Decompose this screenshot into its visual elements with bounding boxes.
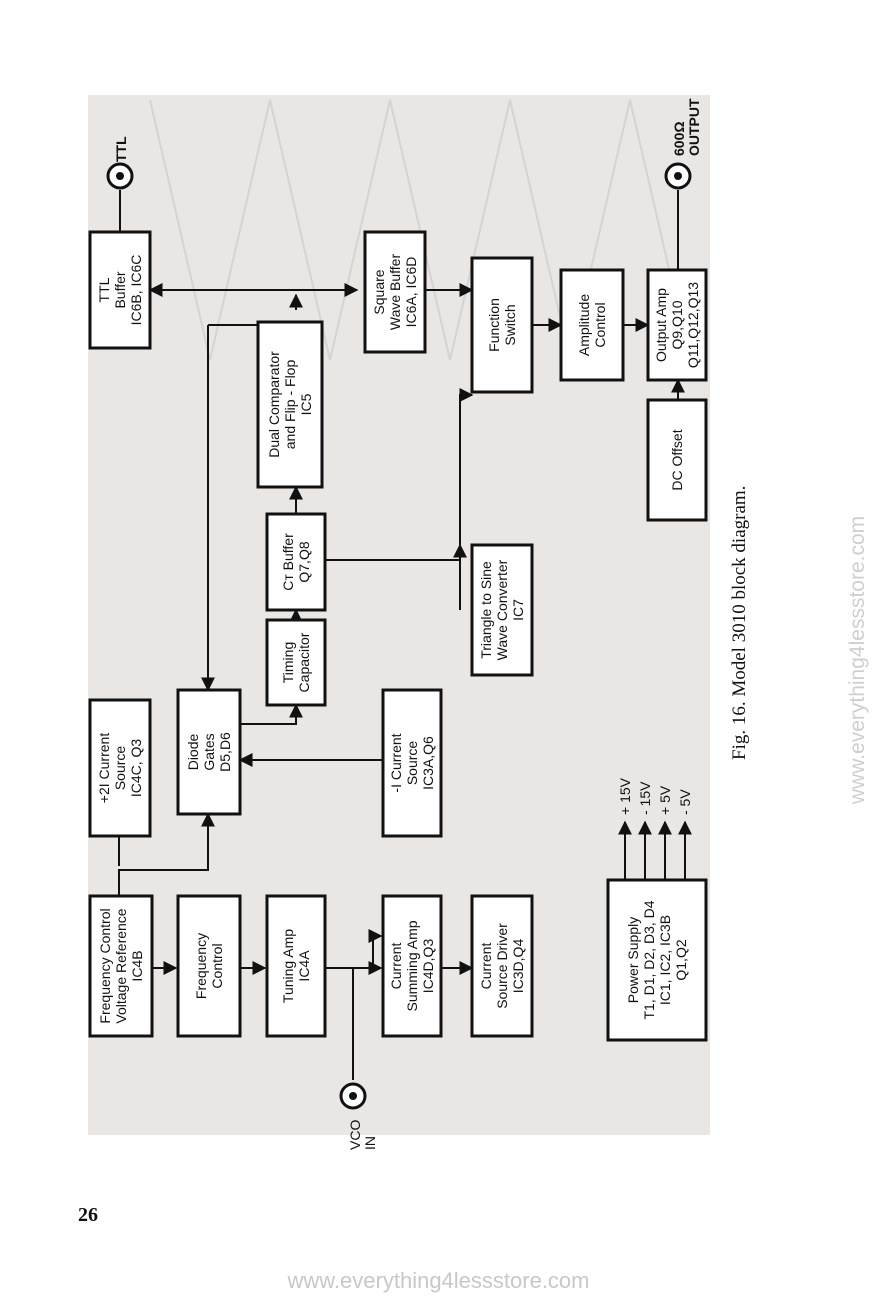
block-label-line: Source Driver	[494, 923, 510, 1009]
block-label-line: Dual Comparator	[266, 351, 282, 458]
terminal-vco-in	[339, 1082, 367, 1110]
block-label-line: Current	[478, 943, 494, 990]
block-label-line: Output Amp	[653, 288, 669, 362]
block-label-line: Q9,Q10	[669, 300, 685, 349]
block-label-line: Power Supply	[625, 917, 641, 1003]
figure-caption: Fig. 16. Model 3010 block diagram.	[729, 486, 750, 760]
terminal-ttl	[106, 162, 134, 190]
block-label-line: Wave Buffer	[387, 254, 403, 331]
block-label-line: IC6B, IC6C	[128, 255, 144, 326]
block-label-line: +2I Current	[96, 733, 112, 804]
block-label-line: IC4C, Q3	[128, 739, 144, 798]
block-label-line: IC7	[510, 599, 526, 621]
output-label: 600ΩOUTPUT	[671, 98, 702, 156]
block-label-line: Q1,Q2	[673, 939, 689, 980]
block-label-line: IC5	[298, 393, 314, 415]
watermark-bottom: www.everything4lessstore.com	[287, 1268, 590, 1293]
block-label-line: TTL	[96, 277, 112, 302]
block-label-line: Q7,Q8	[296, 541, 312, 582]
wire-gates-to-timing	[239, 703, 303, 725]
block-label-line: Switch	[502, 304, 518, 345]
block-label-line: T1, D1, D2, D3, D4	[641, 900, 657, 1019]
block-label-line: Amplitude	[576, 294, 592, 356]
block-label-line: Current	[388, 943, 404, 990]
block-label-line: IC4D,Q3	[420, 939, 436, 994]
block-label-line: Diode	[185, 734, 201, 771]
vco-in-label: VCOIN	[347, 1120, 378, 1150]
wire-ctbuffer-to-tri	[325, 543, 467, 561]
block-label-line: Q11,Q12,Q13	[685, 282, 701, 368]
block-label-line: and Flip - Flop	[282, 360, 298, 450]
terminal-output	[664, 162, 692, 190]
block-label-line: IC6A, IC6D	[403, 257, 419, 328]
block-label-line: IC3D,Q4	[510, 939, 526, 994]
block-label-line: Capacitor	[296, 632, 312, 692]
block-label-line: DC Offset	[669, 429, 685, 490]
watermark-side-text: www.everything4lessstore.com	[846, 515, 869, 805]
block-label-line: Tuning Amp	[280, 929, 296, 1003]
block-label-line: Wave Converter	[494, 559, 510, 660]
block-label-line: Function	[486, 298, 502, 352]
block-label-line: Source	[112, 746, 128, 791]
ghost-waveform	[149, 99, 691, 361]
block-label-line: Buffer	[112, 271, 128, 308]
rail-label: - 5V	[677, 789, 693, 815]
wire-vco-in	[352, 929, 383, 1080]
rail-label: - 15V	[637, 781, 653, 815]
page-number: 26	[78, 1204, 98, 1226]
wire-2i-to-gates	[118, 812, 215, 896]
wire-tri-to-switch-a	[459, 394, 472, 610]
block-label-line: Square	[371, 269, 387, 314]
ttl-label: TTL	[113, 136, 129, 162]
rail-label: + 15V	[617, 777, 633, 815]
block-label-line: Gates	[201, 733, 217, 770]
block-label-line: Frequency Control	[97, 908, 113, 1023]
block-label-line: -I Current	[388, 733, 404, 792]
block-label-line: Control	[592, 302, 608, 347]
block-label-line: Control	[209, 943, 225, 988]
block-label-line: Source	[404, 741, 420, 786]
block-label-line: Timing	[280, 642, 296, 684]
block-label-line: Triangle to Sine	[478, 561, 494, 659]
block-label-line: Summing Amp	[404, 920, 420, 1011]
block-label-line: IC3A,Q6	[420, 736, 436, 790]
block-label-line: IC4B	[129, 950, 145, 981]
block-label-line: Cᴛ Buffer	[280, 533, 296, 591]
rail-label: + 5V	[657, 785, 673, 815]
block-label-line: IC1, IC2, IC3B	[657, 915, 673, 1005]
block-label-line: Frequency	[193, 933, 209, 999]
block-label-line: IC4A	[296, 950, 312, 982]
power-rail-labels: + 15V- 15V+ 5V- 5V	[617, 777, 693, 815]
block-label-line: Voltage Reference	[113, 908, 129, 1023]
block-dc-offset: DC Offset	[646, 398, 708, 522]
block-label-line: D5,D6	[217, 732, 233, 772]
